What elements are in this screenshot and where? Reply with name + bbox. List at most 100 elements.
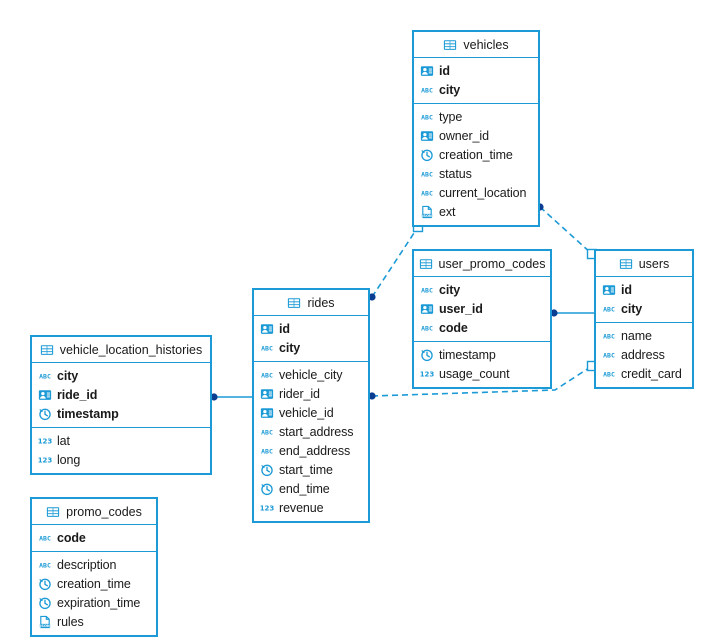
key-person-card-icon: [260, 406, 274, 420]
field-label: creation_time: [439, 147, 513, 162]
123-number-icon: 123: [38, 434, 52, 448]
field-label: revenue: [279, 500, 324, 515]
relationship-user_promo_codes-users[interactable]: [550, 309, 594, 317]
primary-key-row[interactable]: ABC code: [414, 318, 550, 337]
field-label: long: [57, 452, 81, 467]
column-row[interactable]: ABC name: [596, 326, 692, 345]
primary-key-row[interactable]: ABC city: [414, 280, 550, 299]
abc-string-icon: ABC: [602, 329, 616, 343]
field-label: current_location: [439, 185, 527, 200]
table-header-rides[interactable]: rides: [254, 290, 368, 316]
column-row[interactable]: ABC current_location: [414, 183, 538, 202]
svg-text:ABC: ABC: [261, 428, 273, 436]
table-icon: [46, 505, 60, 519]
column-row[interactable]: 123 long: [32, 450, 210, 469]
svg-text:ABC: ABC: [603, 305, 615, 313]
primary-key-row[interactable]: user_id: [414, 299, 550, 318]
json-document-icon: JSON: [420, 205, 434, 219]
field-label: code: [57, 530, 86, 545]
table-header-promo_codes[interactable]: promo_codes: [32, 499, 156, 525]
abc-string-icon: ABC: [420, 167, 434, 181]
field-label: status: [439, 166, 472, 181]
field-label: creation_time: [57, 576, 131, 591]
column-row[interactable]: vehicle_id: [254, 403, 368, 422]
clock-icon: [38, 596, 52, 610]
relationship-vehicle_location_histories-rides[interactable]: [210, 393, 252, 401]
field-label: name: [621, 328, 652, 343]
abc-string-icon: ABC: [260, 368, 274, 382]
column-row[interactable]: start_time: [254, 460, 368, 479]
primary-key-row[interactable]: id: [596, 280, 692, 299]
column-row[interactable]: expiration_time: [32, 593, 156, 612]
field-label: code: [439, 320, 468, 335]
column-row[interactable]: creation_time: [32, 574, 156, 593]
primary-key-row[interactable]: id: [254, 319, 368, 338]
column-row[interactable]: rider_id: [254, 384, 368, 403]
svg-text:ABC: ABC: [421, 324, 433, 332]
field-label: description: [57, 557, 117, 572]
table-header-users[interactable]: users: [596, 251, 692, 277]
clock-icon: [420, 348, 434, 362]
abc-string-icon: ABC: [38, 369, 52, 383]
svg-text:ABC: ABC: [261, 447, 273, 455]
field-label: city: [439, 282, 461, 297]
clock-icon: [260, 463, 274, 477]
table-header-user_promo_codes[interactable]: user_promo_codes: [414, 251, 550, 277]
key-person-card-icon: [420, 302, 434, 316]
column-row[interactable]: owner_id: [414, 126, 538, 145]
primary-key-row[interactable]: timestamp: [32, 404, 210, 423]
primary-key-row[interactable]: id: [414, 61, 538, 80]
abc-string-icon: ABC: [420, 186, 434, 200]
field-label: ext: [439, 204, 456, 219]
column-row[interactable]: end_time: [254, 479, 368, 498]
clock-icon: [38, 577, 52, 591]
key-person-card-icon: [38, 388, 52, 402]
table-icon: [287, 296, 301, 310]
column-row[interactable]: JSON ext: [414, 202, 538, 221]
field-label: id: [621, 282, 632, 297]
field-label: credit_card: [621, 366, 682, 381]
field-label: vehicle_id: [279, 405, 334, 420]
table-header-vehicles[interactable]: vehicles: [414, 32, 538, 58]
column-row[interactable]: creation_time: [414, 145, 538, 164]
column-row[interactable]: ABC status: [414, 164, 538, 183]
primary-key-row[interactable]: ride_id: [32, 385, 210, 404]
key-person-card-icon: [420, 64, 434, 78]
table-header-vehicle_location_histories[interactable]: vehicle_location_histories: [32, 337, 210, 363]
clock-icon: [420, 148, 434, 162]
123-number-icon: 123: [38, 453, 52, 467]
svg-text:JSON: JSON: [39, 623, 50, 627]
field-label: timestamp: [57, 406, 119, 421]
abc-string-icon: ABC: [420, 283, 434, 297]
column-row[interactable]: timestamp: [414, 345, 550, 364]
